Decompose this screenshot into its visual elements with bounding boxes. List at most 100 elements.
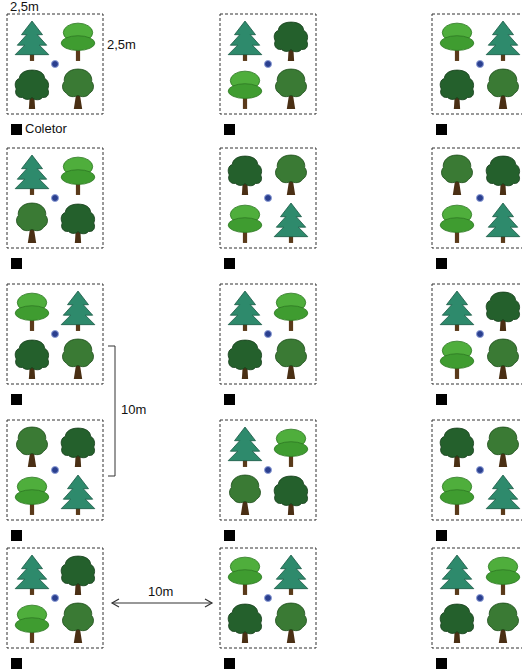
tree-icon	[61, 556, 94, 595]
tree-icon	[228, 557, 262, 595]
tree-icon	[440, 604, 473, 643]
collector-symbol	[224, 530, 235, 541]
tree-icon	[274, 555, 308, 595]
legend-label: Coletor	[25, 122, 67, 136]
center-point	[52, 61, 59, 68]
center-point	[265, 595, 272, 602]
tree-icon	[15, 340, 48, 379]
tree-icon	[228, 156, 261, 195]
dimension-bracket	[108, 476, 115, 477]
plot-square	[220, 548, 316, 648]
collector-symbol	[436, 530, 447, 541]
collector-symbol	[436, 258, 447, 269]
dimension-label: 10m	[146, 585, 175, 599]
tree-icon	[276, 339, 307, 379]
tree-icon	[486, 292, 519, 331]
plot-square	[432, 420, 522, 520]
tree-icon	[488, 427, 519, 467]
plot-square	[7, 148, 103, 248]
dimension-bracket	[108, 346, 115, 347]
tree-icon	[228, 71, 262, 109]
center-point	[265, 61, 272, 68]
plot-square	[220, 148, 316, 248]
dimension-label: 10m	[121, 403, 146, 417]
tree-icon	[15, 155, 49, 195]
tree-icon	[274, 203, 308, 243]
tree-icon	[17, 203, 48, 243]
tree-icon	[440, 70, 473, 109]
tree-icon	[15, 293, 49, 331]
plot-square	[7, 14, 103, 114]
collector-symbol	[224, 258, 235, 269]
tree-icon	[488, 339, 519, 379]
tree-icon	[440, 428, 473, 467]
tree-icon	[61, 157, 95, 195]
plot-square	[7, 284, 103, 384]
tree-icon	[61, 23, 95, 61]
center-point	[477, 61, 484, 68]
dimension-label: 2,5m	[107, 38, 136, 52]
tree-icon	[15, 477, 49, 515]
tree-icon	[440, 477, 474, 515]
tree-icon	[274, 293, 308, 331]
tree-icon	[276, 69, 307, 109]
tree-icon	[486, 156, 519, 195]
collector-symbol	[436, 394, 447, 405]
center-point	[477, 467, 484, 474]
tree-icon	[488, 603, 519, 643]
collector-symbol	[11, 530, 22, 541]
tree-icon	[228, 21, 262, 61]
tree-icon	[15, 70, 48, 109]
tree-icon	[440, 341, 474, 379]
tree-icon	[440, 291, 474, 331]
arrow-head	[112, 599, 119, 607]
dimension-bracket	[115, 346, 116, 476]
collector-symbol	[224, 658, 235, 669]
tree-icon	[61, 475, 95, 515]
tree-icon	[228, 604, 261, 643]
center-point	[52, 595, 59, 602]
center-point	[477, 595, 484, 602]
collector-symbol	[436, 124, 447, 135]
collector-symbol	[11, 258, 22, 269]
tree-icon	[228, 340, 261, 379]
plot-square	[7, 420, 103, 520]
dimension-arrow	[112, 602, 212, 603]
tree-icon	[61, 204, 94, 243]
plot-square	[432, 14, 522, 114]
plot-square	[220, 14, 316, 114]
tree-icon	[61, 291, 95, 331]
tree-icon	[442, 155, 473, 195]
tree-icon	[486, 475, 520, 515]
tree-icon	[63, 603, 94, 643]
tree-icon	[488, 69, 519, 109]
tree-icon	[274, 476, 307, 515]
tree-icon	[440, 205, 474, 243]
tree-icon	[486, 203, 520, 243]
tree-icon	[486, 21, 520, 61]
tree-icon	[440, 23, 474, 61]
tree-icon	[276, 603, 307, 643]
center-point	[477, 195, 484, 202]
dimension-label: 2,5m	[10, 0, 39, 14]
tree-icon	[230, 475, 261, 515]
plot-square	[220, 284, 316, 384]
center-point	[265, 331, 272, 338]
tree-icon	[274, 429, 308, 467]
tree-icon	[15, 21, 49, 61]
plot-square	[220, 420, 316, 520]
tree-icon	[228, 427, 262, 467]
tree-icon	[440, 555, 474, 595]
center-point	[52, 331, 59, 338]
tree-icon	[15, 555, 49, 595]
tree-icon	[63, 69, 94, 109]
collector-symbol	[224, 124, 235, 135]
plot-square	[432, 284, 522, 384]
tree-icon	[228, 291, 262, 331]
tree-icon	[63, 339, 94, 379]
plot-square	[432, 148, 522, 248]
plot-square	[7, 548, 103, 648]
center-point	[52, 195, 59, 202]
tree-icon	[17, 427, 48, 467]
collector-symbol	[11, 394, 22, 405]
